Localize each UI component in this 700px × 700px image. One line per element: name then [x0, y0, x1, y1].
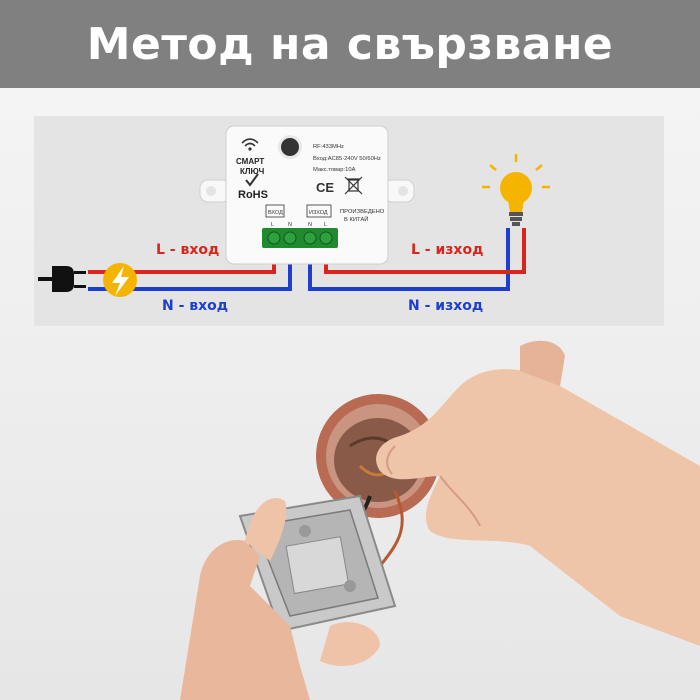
right-hand [376, 340, 700, 646]
spec-rf: RF:433MHz [313, 144, 344, 150]
wiring-diagram: CE СМАРТ КЛЮЧ RoHS RF:433MHz Вход:AC85-2… [38, 125, 550, 297]
left-hand [180, 497, 380, 700]
made-in-line1: ПРОИЗВЕДЕНО [340, 209, 385, 215]
wifi-icon [241, 138, 259, 147]
live-input-label: L - вход [156, 242, 220, 258]
spec-load: Макс.товар:10A [313, 167, 356, 173]
installation-photo [180, 340, 700, 700]
crossed-bin-icon [344, 176, 363, 195]
ce-icon: CE [316, 180, 334, 195]
svg-text:CE: CE [316, 180, 334, 195]
terminal-out-label: ИЗХОД [309, 210, 328, 216]
live-output-label: L - изход [411, 242, 484, 258]
spec-input: Вход:AC85-240V 50/60Hz [313, 156, 381, 162]
smart-switch-module: CE [199, 125, 415, 265]
lightning-bolt-icon [103, 263, 137, 297]
light-bulb-icon [482, 154, 550, 226]
page-title: Метод на свързване [86, 18, 614, 70]
made-in-line2: В КИТАЙ [344, 215, 368, 223]
terminal-letter-1: L [271, 222, 274, 228]
terminal-letter-3: N [308, 222, 312, 228]
checkmark-icon [245, 173, 259, 187]
module-brand-line1: СМАРТ [236, 157, 264, 166]
terminal-block [262, 228, 338, 248]
rohs-label: RoHS [238, 189, 268, 201]
power-plug-icon [38, 266, 86, 292]
neutral-input-label: N - вход [162, 298, 229, 314]
terminal-letter-2: N [288, 222, 292, 228]
module-brand-line2: КЛЮЧ [240, 167, 265, 176]
terminal-letter-4: L [324, 222, 327, 228]
title-banner: Метод на свързване [0, 0, 700, 88]
terminal-in-label: ВХОД [268, 210, 283, 216]
neutral-output-label: N - изход [408, 298, 484, 314]
